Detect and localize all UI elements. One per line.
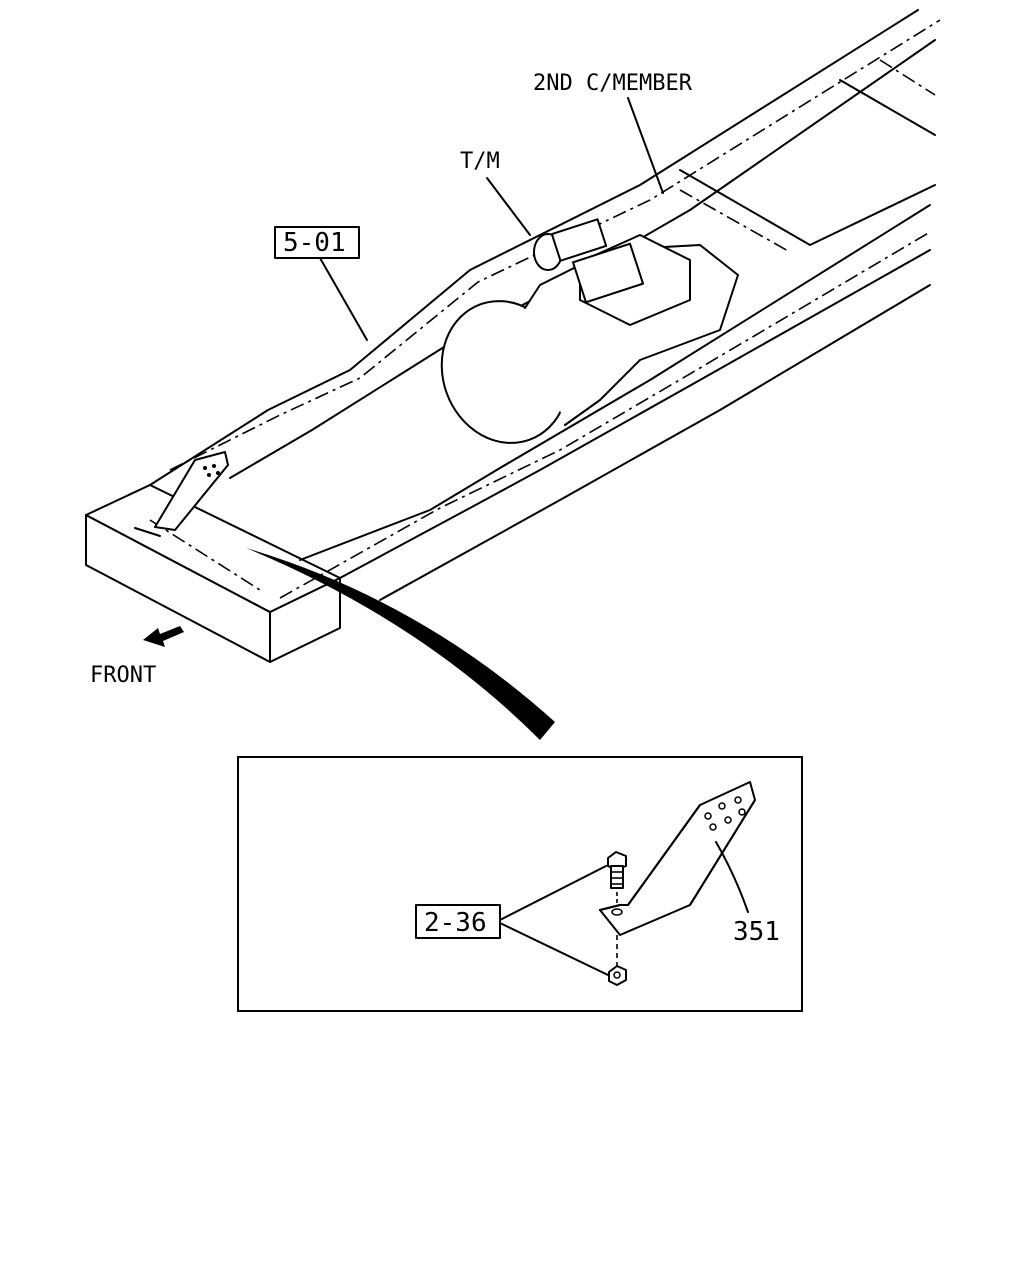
leader-2-36-nut <box>499 922 609 976</box>
rear-member-outline <box>839 79 936 136</box>
ref-box-5-01 <box>274 226 360 259</box>
bracket-icon <box>599 781 756 936</box>
second-crossmember-outline <box>679 169 936 246</box>
shift-cap <box>550 218 608 262</box>
bracket-location <box>134 451 229 537</box>
detail-callout-arrow <box>246 548 555 740</box>
ref-box-2-36 <box>415 904 501 939</box>
bolt-icon <box>607 851 627 905</box>
right-rail-outer <box>339 249 931 579</box>
leader-2-36-bolt <box>499 865 607 921</box>
rear-member-dash <box>879 59 936 96</box>
leader-351 <box>715 841 749 913</box>
label-transmission: T/M <box>460 149 500 174</box>
right-rail-dash <box>279 231 931 599</box>
front-beam-dash <box>149 519 261 591</box>
crossmember-dash <box>679 189 791 253</box>
left-rail-inner-dash <box>169 19 941 471</box>
bracket-foot <box>134 527 161 537</box>
front-arrow-icon <box>143 626 184 647</box>
detail-inset-frame <box>237 756 803 1012</box>
chassis-frame <box>85 9 941 663</box>
part-number-351: 351 <box>733 917 780 947</box>
label-2nd-crossmember: 2ND C/MEMBER <box>533 71 693 96</box>
ref-2-36[interactable]: 2-36 <box>424 908 487 938</box>
transmission <box>440 218 739 444</box>
ref-5-01[interactable]: 5-01 <box>283 228 346 258</box>
right-rail-inner <box>299 204 931 561</box>
left-rail-outer <box>149 9 919 486</box>
shift-tower <box>571 242 645 304</box>
leader-tm <box>486 177 531 236</box>
label-front: FRONT <box>90 663 156 688</box>
leader-5-01 <box>319 257 368 341</box>
bracket-small <box>154 451 229 531</box>
leader-crossmember <box>627 97 664 194</box>
right-rail-lower <box>379 284 931 601</box>
nut-icon <box>608 935 627 986</box>
